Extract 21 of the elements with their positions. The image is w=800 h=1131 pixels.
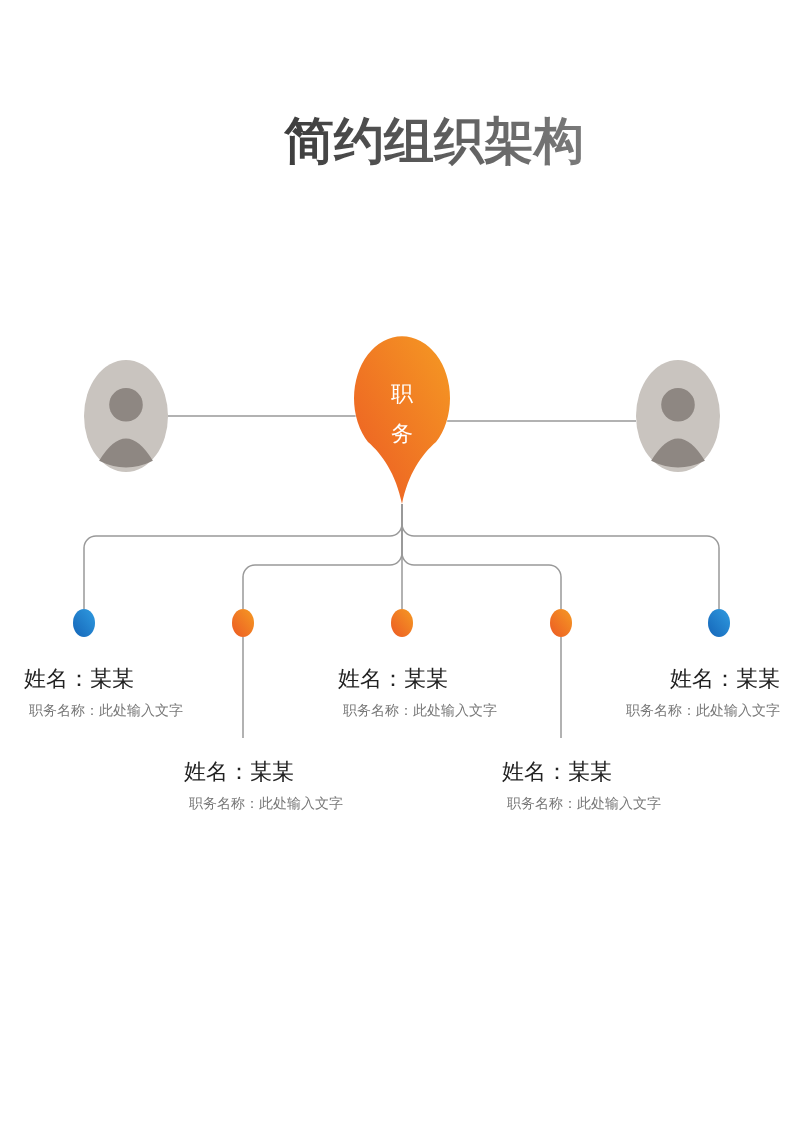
person-name: 姓名：某某 bbox=[184, 758, 295, 786]
connector-line bbox=[167, 415, 357, 417]
connector-line bbox=[446, 420, 637, 422]
person-name: 姓名：某某 bbox=[669, 665, 780, 693]
job-title: 职务名称：此处输入文字 bbox=[188, 795, 343, 813]
node-label: 职务 bbox=[391, 380, 413, 448]
job-title: 职务名称：此处输入文字 bbox=[28, 702, 183, 720]
pin-shape bbox=[354, 338, 450, 504]
photo-placeholder bbox=[84, 360, 168, 472]
dot-marker bbox=[232, 609, 254, 637]
dot-marker bbox=[73, 609, 95, 637]
dot-marker bbox=[550, 609, 572, 637]
dot-marker bbox=[708, 609, 730, 637]
job-title: 职务名称：此处输入文字 bbox=[506, 795, 661, 813]
person-name: 姓名：某某 bbox=[338, 665, 449, 693]
photo-placeholder bbox=[636, 360, 720, 472]
job-title: 职务名称：此处输入文字 bbox=[342, 702, 497, 720]
person-name: 姓名：某某 bbox=[502, 758, 613, 786]
job-title: 职务名称：此处输入文字 bbox=[626, 702, 780, 720]
person-name: 姓名：某某 bbox=[24, 665, 135, 693]
dot-marker bbox=[391, 609, 413, 637]
